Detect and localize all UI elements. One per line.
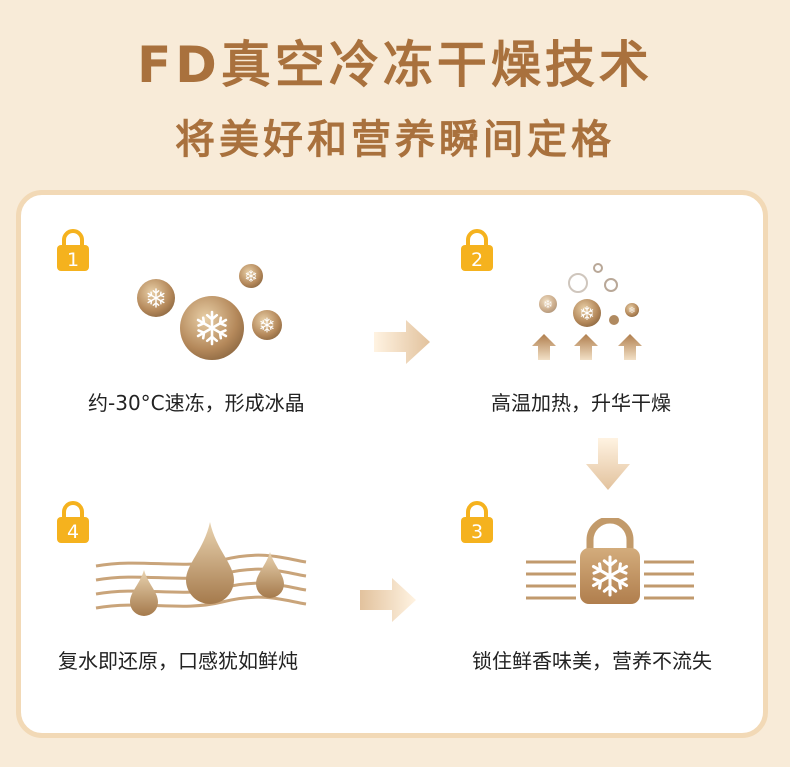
step-4-text: 复水即还原，口感犹如鲜炖 <box>58 649 298 673</box>
arrow-right-icon <box>374 320 430 364</box>
page-title: FD真空冷冻干燥技术 <box>137 36 653 94</box>
step-2-number: 2 <box>471 249 483 271</box>
step-4-badge-icon: 4 <box>55 501 91 544</box>
step-3-badge-icon: 3 <box>459 501 495 544</box>
step-3-number: 3 <box>471 521 483 543</box>
lock-snowflake-icon <box>526 518 694 604</box>
arrow-left-icon <box>360 578 416 622</box>
step-2-badge-icon: 2 <box>459 229 495 272</box>
arrow-down-icon <box>586 438 630 490</box>
step-2-text: 高温加热，升华干燥 <box>491 391 671 415</box>
snowflake-cluster-icon <box>137 264 282 360</box>
process-card <box>16 190 768 738</box>
step-3-text: 锁住鲜香味美，营养不流失 <box>472 649 712 673</box>
page-subtitle: 将美好和营养瞬间定格 <box>175 117 615 163</box>
step-4-number: 4 <box>67 521 79 543</box>
sublimation-icon <box>532 263 642 360</box>
step-1-text: 约-30°C速冻，形成冰晶 <box>88 391 305 415</box>
step-1-number: 1 <box>67 249 79 271</box>
water-drops-icon <box>95 522 307 616</box>
step-1-badge-icon: 1 <box>55 229 91 272</box>
